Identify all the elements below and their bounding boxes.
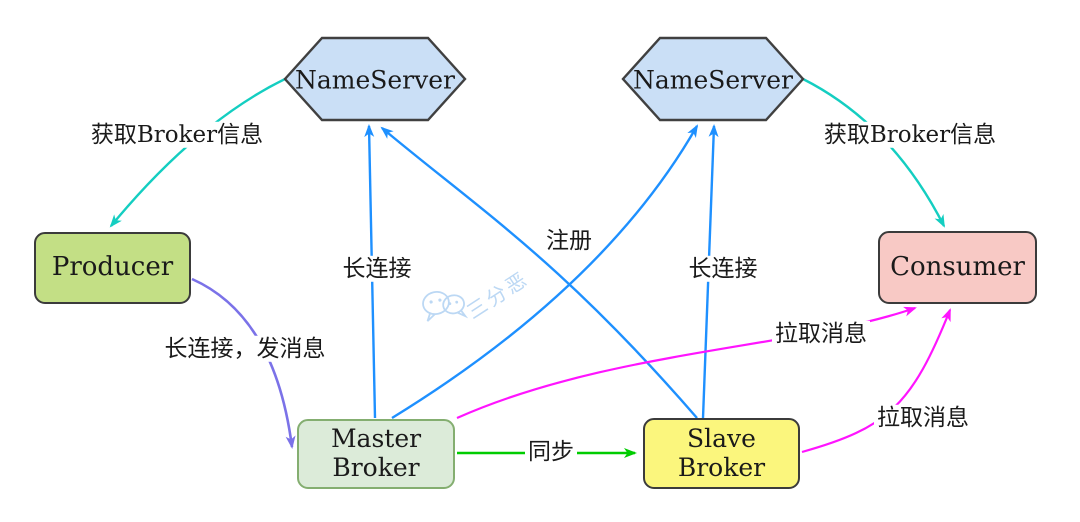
edge-slave-to-nameserver-left — [380, 126, 698, 419]
edge-label-long-connection-send: 长连接，发消息 — [161, 335, 329, 363]
edge-label-register: 注册 — [546, 227, 592, 254]
edge-label-get-broker-info-right: 获取Broker信息 — [820, 121, 1000, 149]
slave-broker-node: Slave Broker — [643, 418, 800, 489]
edge-nameserver-right-to-consumer — [802, 77, 946, 228]
edge-nameserver-left-to-producer — [109, 77, 286, 228]
edge-producer-to-master — [191, 277, 296, 449]
slave-broker-label: Slave Broker — [677, 423, 766, 482]
edge-label-pull-messages-slave: 拉取消息 — [874, 404, 972, 432]
edge-master-to-nameserver-right — [391, 124, 699, 420]
producer-node: Producer — [34, 232, 191, 304]
master-broker-label: Master Broker — [330, 424, 422, 482]
consumer-label: Consumer — [890, 251, 1025, 282]
nameserver-right-label: NameServer — [632, 65, 794, 95]
edge-label-long-connection-left: 长连接 — [339, 255, 415, 283]
edge-label-get-broker-info-left: 获取Broker信息 — [87, 121, 267, 149]
nameserver-left-hexagon — [283, 36, 467, 122]
nameserver-right-hexagon — [621, 36, 805, 122]
producer-label: Producer — [51, 252, 174, 283]
nameserver-left-label: NameServer — [294, 65, 456, 95]
master-broker-node: Master Broker — [297, 419, 455, 489]
edge-label-long-connection-right: 长连接 — [685, 255, 761, 283]
consumer-node: Consumer — [878, 231, 1037, 304]
edge-label-sync: 同步 — [525, 438, 577, 466]
edge-label-pull-messages-master: 拉取消息 — [772, 320, 870, 348]
